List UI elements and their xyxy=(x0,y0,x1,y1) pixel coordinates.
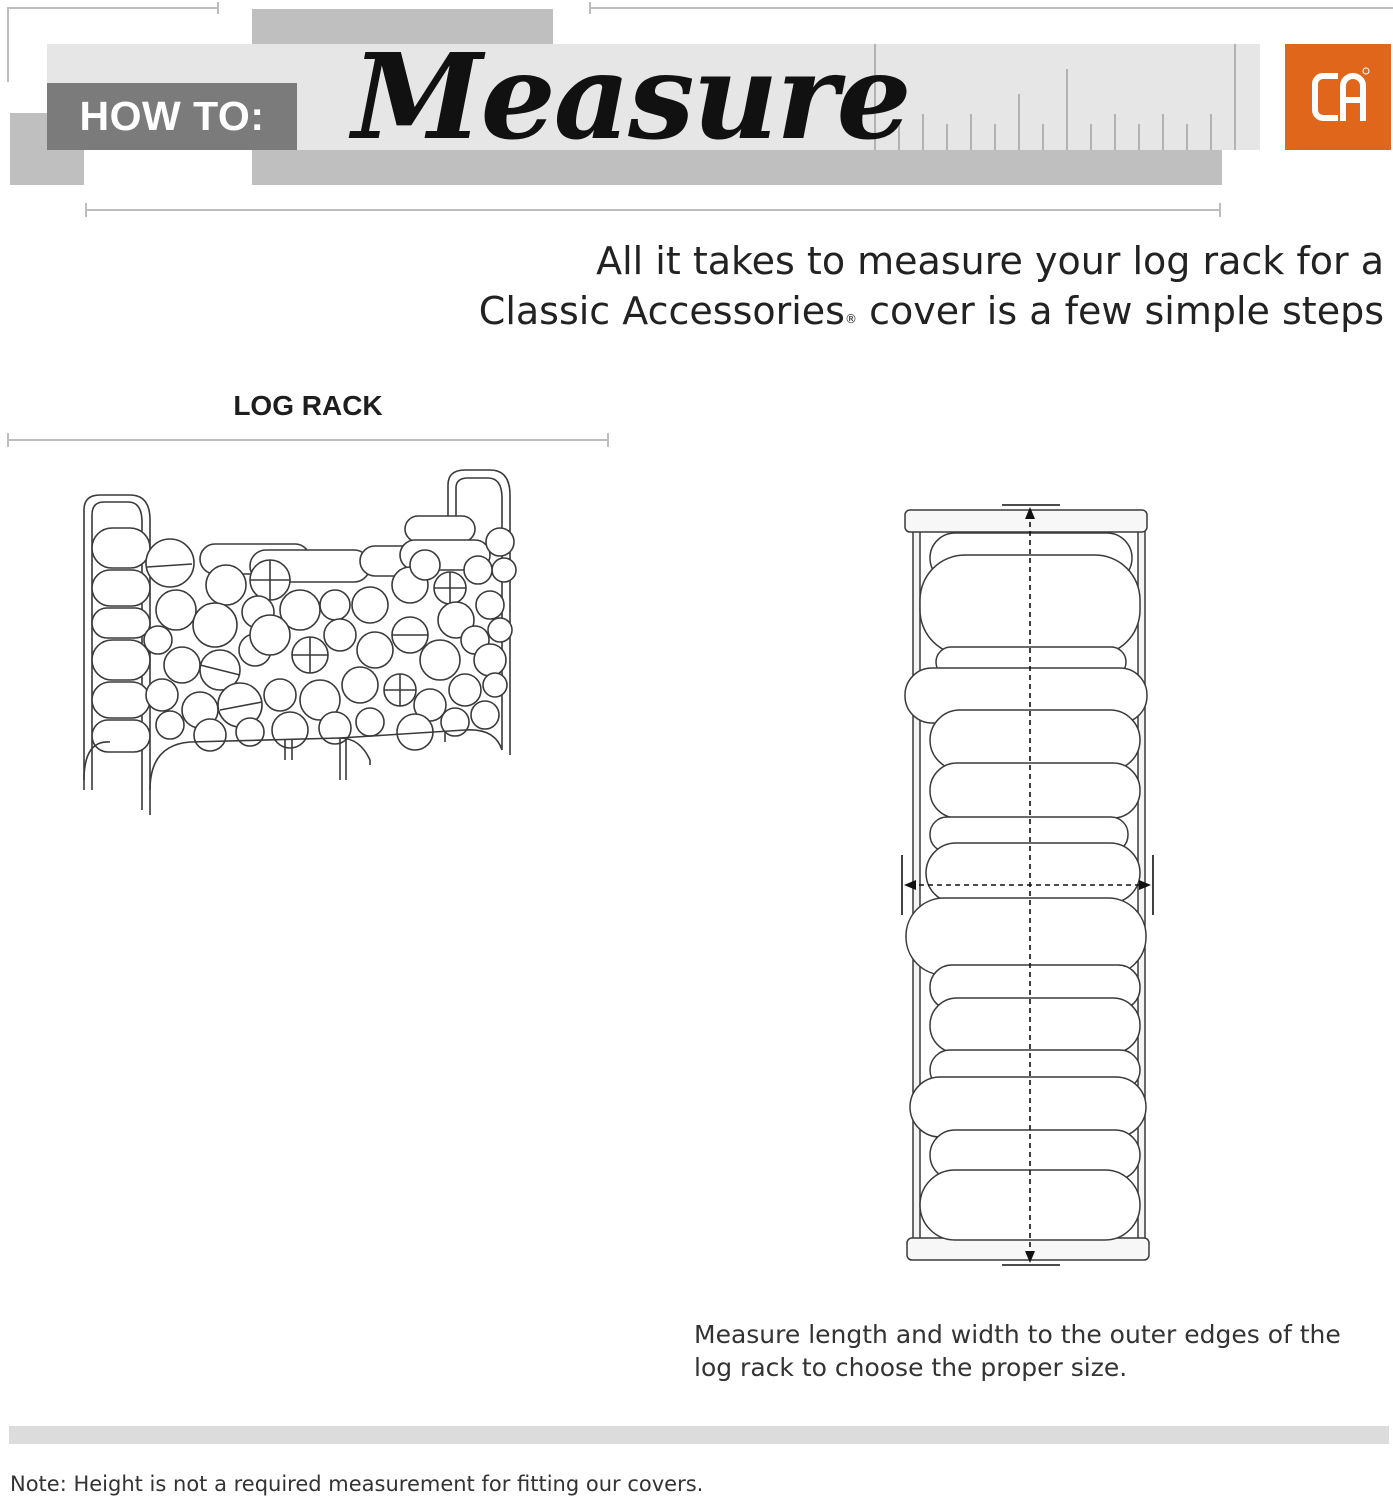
header-bar-top xyxy=(252,9,553,45)
section-underline xyxy=(7,433,609,447)
footer-note: Note: Height is not a required measureme… xyxy=(10,1472,704,1496)
log-rack-illustration xyxy=(83,469,517,815)
brand-logo xyxy=(1285,44,1391,150)
intro-line-2-rest: cover is a few simple steps xyxy=(856,289,1384,333)
section-title: LOG RACK xyxy=(233,390,383,421)
ruler-ticks xyxy=(874,44,1236,150)
header-ruler-lines xyxy=(7,2,1393,217)
brand-name: Classic Accessories xyxy=(478,289,845,333)
howto-label: HOW TO: xyxy=(47,83,297,150)
page-title: Measure xyxy=(352,27,912,166)
instruction-text: Measure length and width to the outer ed… xyxy=(694,1320,1341,1382)
intro-line-1: All it takes to measure your log rack fo… xyxy=(596,239,1384,283)
registered-mark: ® xyxy=(844,312,857,326)
measurement-diagram xyxy=(901,504,1154,1266)
intro-line-2: Classic Accessories® cover is a few simp… xyxy=(384,286,1384,336)
intro-text: All it takes to measure your log rack fo… xyxy=(384,236,1384,336)
header-bar-bottom xyxy=(252,150,1222,185)
footer-divider xyxy=(9,1426,1389,1444)
classic-accessories-logo-icon xyxy=(1312,67,1370,121)
